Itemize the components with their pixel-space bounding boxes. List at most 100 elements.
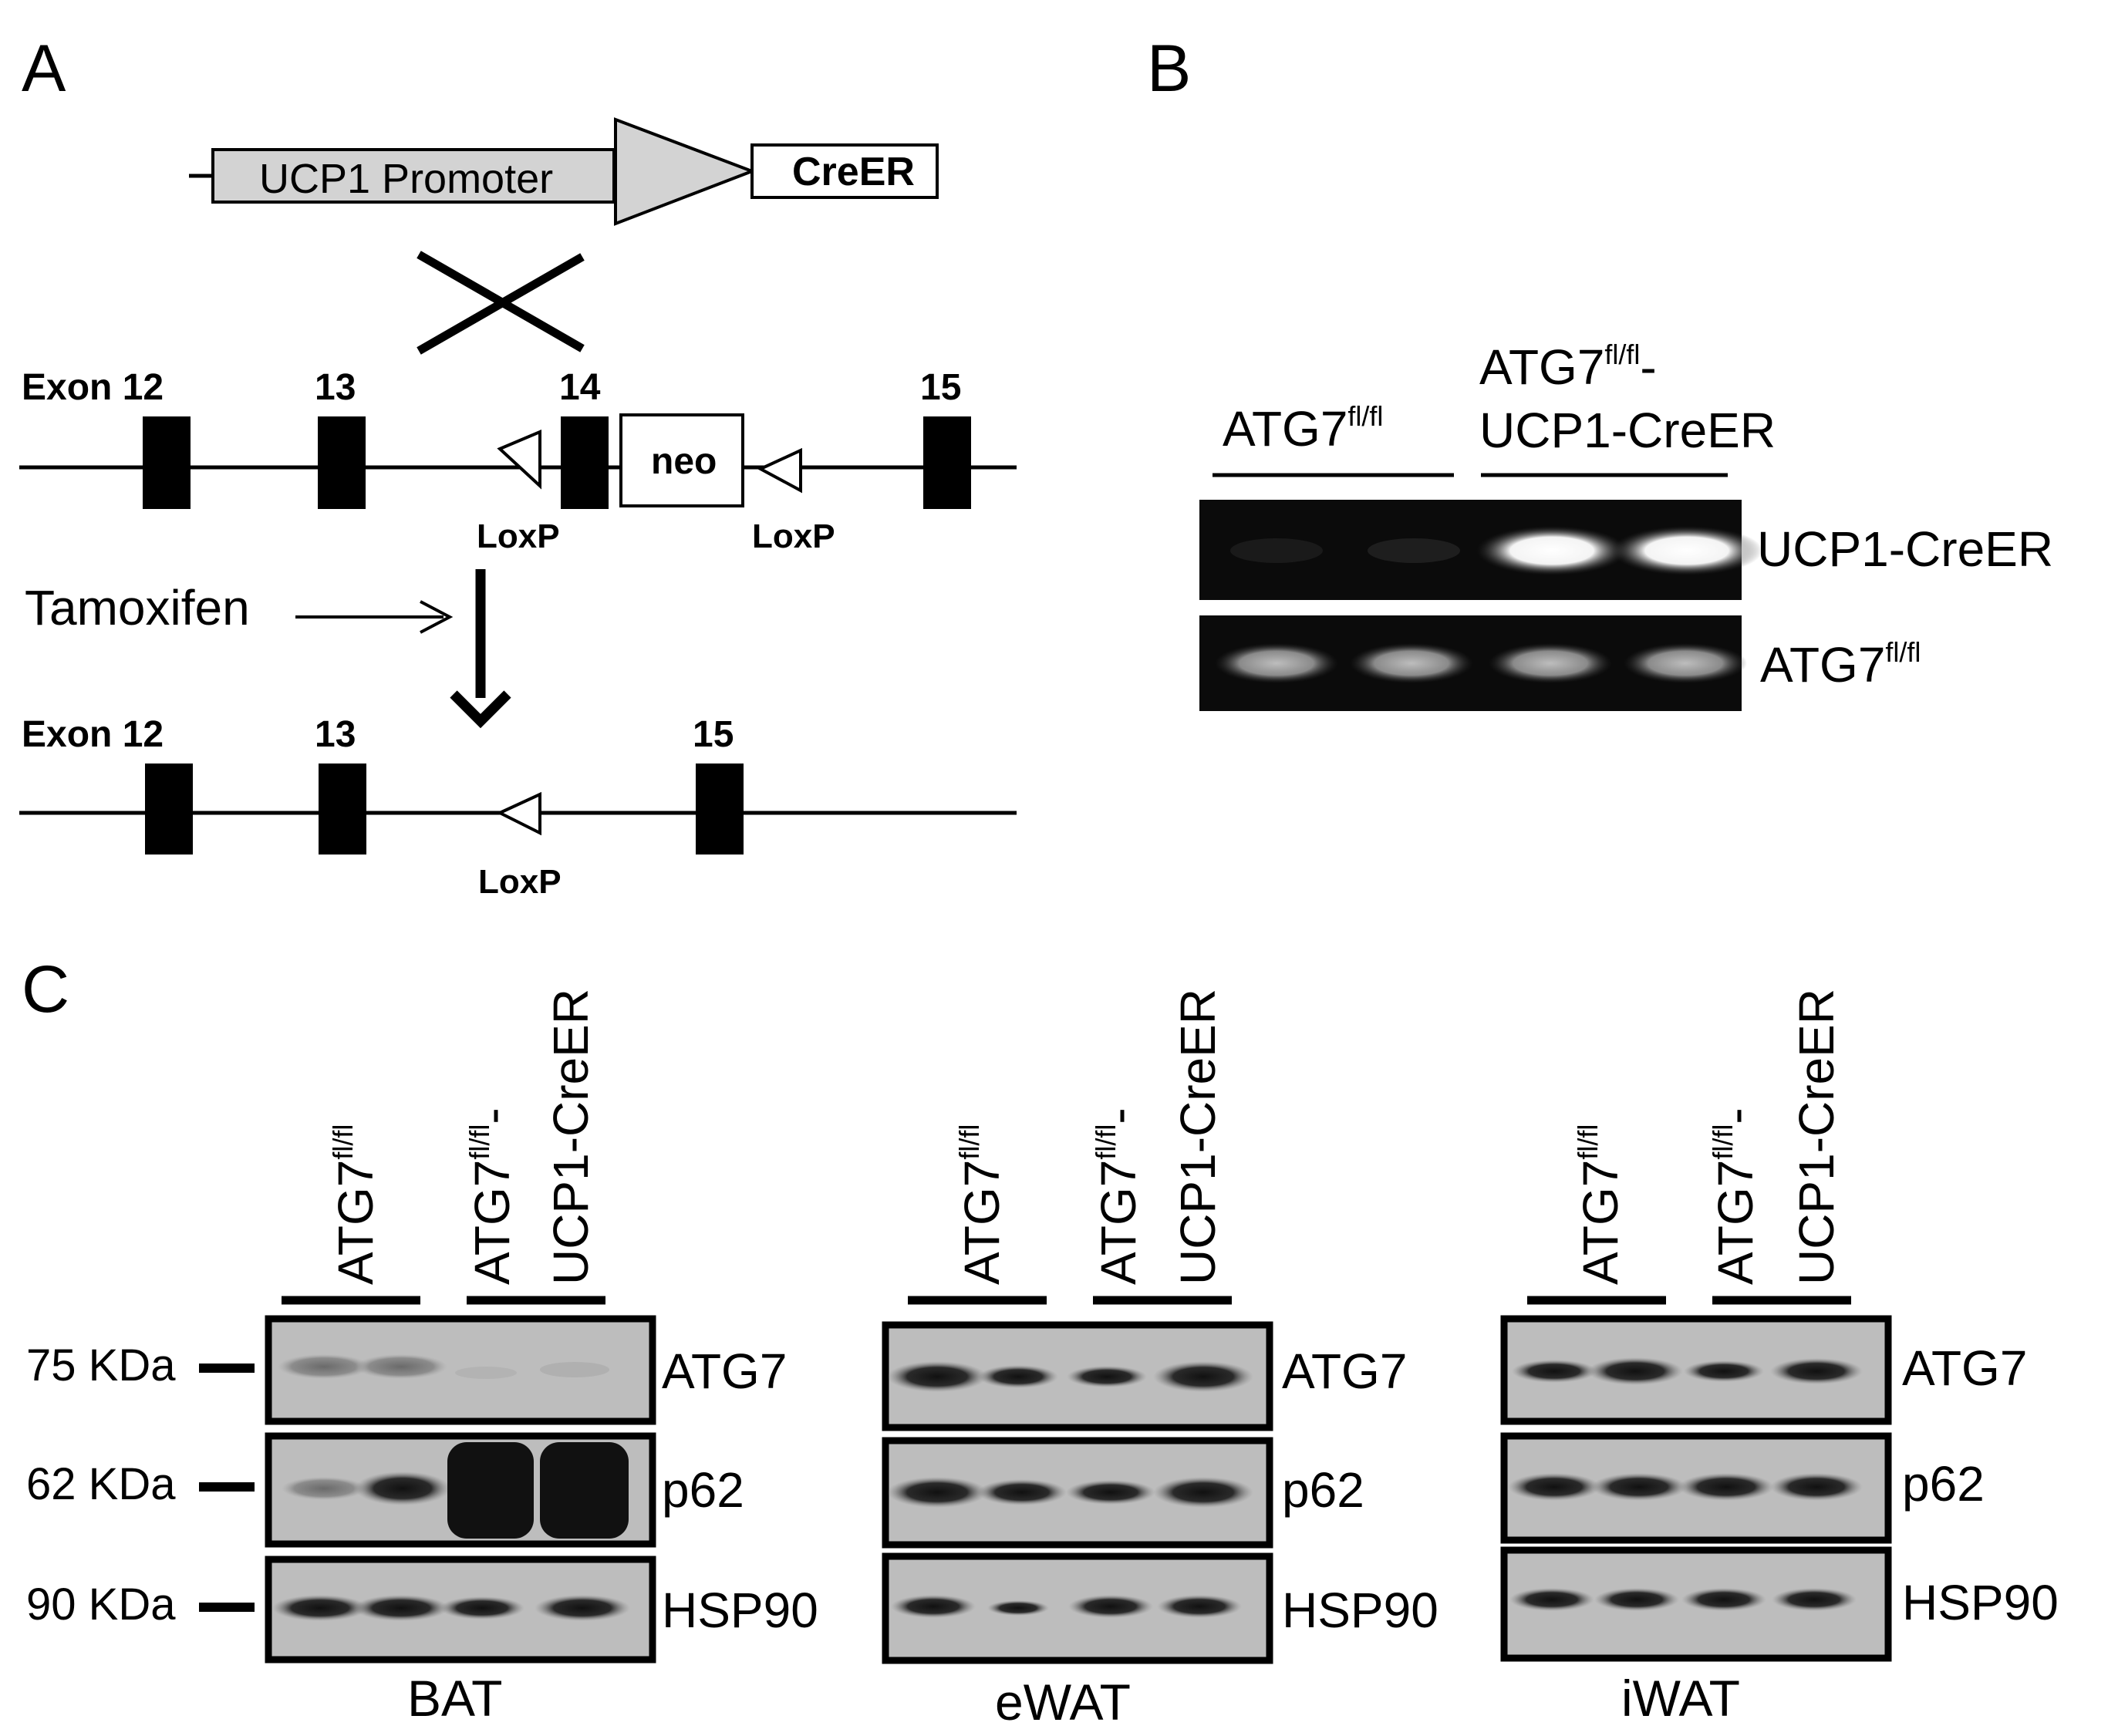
ewat-atg7-band-3 [1067, 1366, 1147, 1387]
exon-12-box-recombined [145, 764, 193, 855]
iwat-col1-label: ATG7fl/fl [1572, 1124, 1628, 1285]
gel-row1-label: UCP1-CreER [1757, 521, 2053, 577]
iwat-atg7-band-2 [1587, 1357, 1683, 1385]
bat-col1-label: ATG7fl/fl [327, 1124, 383, 1285]
gel-band-atg7-1 [1215, 643, 1338, 683]
gel-group1-label: ATG7fl/fl [1223, 400, 1383, 457]
loxp-triangle-recombined [496, 791, 541, 836]
gel-band-atg7-2 [1350, 643, 1473, 683]
creer-label: CreER [792, 150, 915, 194]
iwat-col2-label: ATG7fl/fl- [1707, 1107, 1763, 1285]
ewat-p62-label: p62 [1282, 1462, 1364, 1518]
exon-15-box-recombined [696, 764, 744, 855]
ewat-hsp90-band-4 [1157, 1595, 1242, 1618]
gel-band-ucp1-3 [1476, 526, 1627, 575]
loxp-triangle-1 [497, 429, 541, 490]
kda-90-label: 90 KDa [26, 1579, 176, 1630]
iwat-atg7-band-1 [1512, 1360, 1597, 1383]
ewat-hsp90-label: HSP90 [1282, 1583, 1438, 1638]
ewat-p62-band-2 [977, 1479, 1067, 1505]
promoter-label: UCP1 Promoter [259, 156, 553, 202]
gel-band-atg7-3 [1489, 643, 1612, 683]
gel-row2-label: ATG7fl/fl [1760, 636, 1921, 693]
ewat-col2-label-line2: UCP1-CreER [1170, 989, 1226, 1285]
iwat-tissue-label: iWAT [1621, 1670, 1740, 1727]
exon13-label-recombined: 13 [315, 714, 356, 755]
iwat-hsp90-band-1 [1509, 1588, 1594, 1611]
panel-label-b: B [1147, 32, 1191, 106]
loxp-label-2: LoxP [752, 517, 835, 555]
ewat-hsp90-band-2 [987, 1600, 1049, 1616]
ewat-p62-band-1 [887, 1477, 987, 1508]
cross-stroke-2 [417, 253, 585, 355]
exon13-label: 13 [315, 367, 356, 408]
loxp-label-1: LoxP [477, 517, 560, 555]
iwat-hsp90-band-4 [1772, 1588, 1857, 1611]
exon12-label-recombined: Exon 12 [22, 714, 164, 755]
iwat-atg7-band-3 [1684, 1360, 1764, 1382]
recombination-arrowhead [450, 690, 511, 729]
ewat-col2-label: ATG7fl/fl- [1090, 1107, 1146, 1285]
neo-label: neo [651, 441, 717, 482]
iwat-p62-band-4 [1770, 1473, 1863, 1501]
bat-tissue-label: BAT [407, 1670, 502, 1727]
gel-group2-label: ATG7fl/fl- [1479, 339, 1657, 395]
promoter-arrowhead [614, 117, 757, 226]
bat-atg7-label: ATG7 [662, 1343, 787, 1399]
neo-box [619, 413, 744, 507]
exon-14-box [561, 416, 609, 509]
exon-13-box [318, 416, 366, 509]
iwat-p62-band-2 [1591, 1473, 1687, 1501]
exon-12-box [143, 416, 191, 509]
kda-62-label: 62 KDa [26, 1459, 176, 1509]
gel-band-ucp1-4 [1611, 526, 1762, 575]
iwat-p62-band-1 [1508, 1473, 1600, 1501]
exon14-label: 14 [559, 367, 601, 408]
iwat-atg7-label: ATG7 [1902, 1340, 2027, 1396]
loxp-label-recombined: LoxP [478, 863, 562, 901]
ewat-atg7-label: ATG7 [1282, 1343, 1407, 1399]
exon-15-box [923, 416, 971, 509]
bat-col2-label: ATG7fl/fl- [464, 1107, 520, 1285]
loxp-triangle-2 [757, 447, 802, 494]
iwat-hsp90-label: HSP90 [1902, 1575, 2059, 1630]
bat-hsp90-band-4 [535, 1595, 630, 1621]
iwat-atg7-band-4 [1770, 1358, 1863, 1384]
ewat-atg7-band-4 [1153, 1361, 1253, 1392]
iwat-hsp90-band-3 [1681, 1588, 1766, 1611]
iwat-p62-band-3 [1678, 1473, 1774, 1501]
bat-hsp90-band-1 [272, 1595, 368, 1621]
ewat-col1-label: ATG7fl/fl [953, 1124, 1010, 1285]
bat-p62-band-4 [540, 1442, 629, 1539]
bat-p62-band-2 [355, 1471, 450, 1505]
iwat-p62-label: p62 [1902, 1456, 1985, 1512]
tamoxifen-label: Tamoxifen [25, 580, 250, 635]
ewat-atg7-band-1 [887, 1361, 987, 1392]
gel-band-empty-2 [1368, 538, 1460, 563]
gel-band-empty-1 [1230, 538, 1323, 563]
bat-atg7-band-2 [355, 1354, 447, 1379]
iwat-hsp90-band-2 [1594, 1588, 1679, 1611]
exon12-label: Exon 12 [22, 367, 164, 408]
exon-13-box-recombined [319, 764, 366, 855]
ewat-tissue-label: eWAT [995, 1674, 1131, 1731]
ewat-p62-band-3 [1066, 1480, 1155, 1505]
exon15-label: 15 [920, 367, 961, 408]
bat-p62-band-1 [282, 1477, 366, 1500]
ewat-hsp90-band-1 [891, 1595, 976, 1618]
bat-atg7-band-4 [540, 1362, 609, 1377]
bat-atg7-band-1 [278, 1354, 370, 1379]
ewat-atg7-band-2 [978, 1365, 1058, 1388]
bat-p62-band-3 [447, 1442, 534, 1539]
bat-p62-label: p62 [662, 1462, 744, 1518]
gel-group2-label-line2: UCP1-CreER [1479, 403, 1776, 458]
iwat-col2-label-line2: UCP1-CreER [1789, 989, 1844, 1285]
bat-hsp90-band-2 [353, 1595, 449, 1621]
bat-atg7-band-3 [455, 1367, 517, 1379]
tamoxifen-arrowhead [420, 600, 454, 634]
bat-hsp90-label: HSP90 [662, 1583, 818, 1638]
bat-hsp90-band-3 [440, 1596, 524, 1620]
kda-75-label: 75 KDa [26, 1340, 176, 1390]
panel-label-a: A [22, 32, 66, 106]
